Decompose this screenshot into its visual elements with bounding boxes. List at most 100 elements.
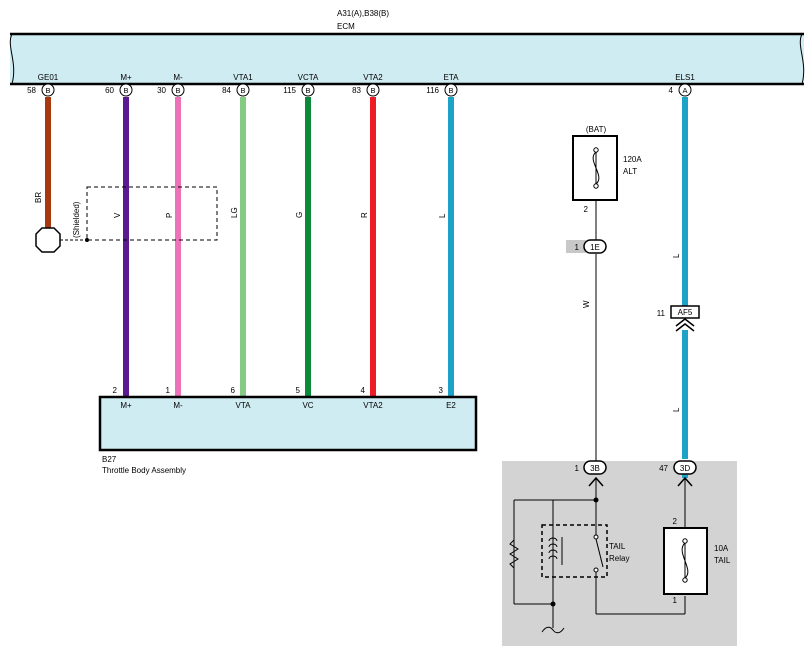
- connector-3b-pin: 1: [575, 464, 580, 473]
- bat-fuse-element-icon: [592, 151, 600, 185]
- wire-color-l-top: L: [672, 253, 681, 258]
- svg-text:83: 83: [352, 86, 361, 95]
- shielded-label: (Shielded): [72, 201, 81, 238]
- ecm-component-bar: [10, 34, 804, 84]
- connector-af5-label: AF5: [678, 308, 693, 317]
- connector-1e-label: 1E: [590, 243, 600, 252]
- af5-junction-chevron-icon: [675, 318, 695, 332]
- ecm-pin-116: B 116: [426, 83, 458, 97]
- svg-text:4: 4: [669, 86, 674, 95]
- throttle-pin-name-vc: VC: [302, 401, 313, 410]
- throttle-pin-name-e2: E2: [446, 401, 456, 410]
- bat-fuse-name: ALT: [623, 167, 637, 176]
- throttle-pin-name-m-minus: M-: [173, 401, 183, 410]
- ecm-pin-name-els1: ELS1: [675, 73, 695, 82]
- relay-label-line2: Relay: [609, 554, 629, 563]
- connector-1e-pin: 1: [575, 243, 580, 252]
- wire-color-p: P: [165, 213, 174, 218]
- svg-text:60: 60: [105, 86, 114, 95]
- throttle-pin-num-2: 2: [113, 386, 118, 395]
- relay-coil-icon: [548, 537, 558, 560]
- connector-af5: [670, 305, 700, 319]
- tail-relay-enclosure: [541, 524, 608, 578]
- bat-fuse-box: [572, 135, 618, 201]
- ecm-pin-60: B 60: [105, 83, 133, 97]
- throttle-pin-name-vta2: VTA2: [363, 401, 383, 410]
- ecm-pin-30: B 30: [157, 83, 185, 97]
- wire-color-r: R: [360, 212, 369, 218]
- svg-text:A: A: [682, 86, 687, 95]
- bat-fuse-pin: 2: [584, 205, 589, 214]
- ecm-pin-4: A 4: [669, 83, 692, 97]
- svg-text:115: 115: [283, 86, 296, 95]
- shield-junction-dot: [85, 238, 89, 242]
- tail-fuse-pin-bottom: 1: [673, 596, 678, 605]
- connector-3d: [673, 460, 697, 475]
- ecm-pin-58: B 58: [27, 83, 55, 97]
- resistor-icon: [509, 539, 519, 569]
- tail-fuse-rating: 10A: [714, 544, 729, 553]
- connector-3d-label: 3D: [680, 464, 690, 473]
- wire-color-l-bottom: L: [672, 407, 681, 412]
- wire-color-l-eta: L: [438, 213, 447, 218]
- ground-terminal-icon: [541, 626, 565, 634]
- ecm-right-break: [799, 33, 805, 85]
- throttle-body-box: [98, 395, 478, 452]
- relay-bottom-junction-dot: [550, 601, 556, 607]
- ecm-pin-115: B 115: [283, 83, 315, 97]
- svg-text:B: B: [123, 86, 128, 95]
- bat-fuse-rating: 120A: [623, 155, 642, 164]
- throttle-pin-name-m-plus: M+: [120, 401, 132, 410]
- relay-label-line1: TAIL: [609, 542, 626, 551]
- throttle-name: Throttle Body Assembly: [102, 466, 186, 475]
- connector-3d-pin: 47: [659, 464, 668, 473]
- shield-boundary: [86, 186, 218, 241]
- throttle-ref: B27: [102, 455, 117, 464]
- tail-fuse-element-icon: [681, 542, 689, 579]
- tail-fuse-pin-top: 2: [673, 517, 678, 526]
- throttle-pin-num-4: 4: [361, 386, 366, 395]
- ecm-pin-name-ge01: GE01: [38, 73, 59, 82]
- ecm-left-break: [9, 33, 15, 85]
- svg-text:B: B: [45, 86, 50, 95]
- throttle-pin-num-3: 3: [439, 386, 444, 395]
- bat-source-label: (BAT): [586, 125, 607, 134]
- svg-text:116: 116: [426, 86, 439, 95]
- wire-color-lg: LG: [230, 207, 239, 218]
- ecm-pin-84: B 84: [222, 83, 250, 97]
- svg-text:B: B: [370, 86, 375, 95]
- relay-switch-contact-icon: [595, 538, 604, 568]
- throttle-pin-num-1: 1: [166, 386, 171, 395]
- svg-text:B: B: [175, 86, 180, 95]
- ecm-pin-83: B 83: [352, 83, 380, 97]
- wire-color-br: BR: [34, 192, 43, 203]
- throttle-pin-num-6: 6: [231, 386, 236, 395]
- throttle-pin-num-5: 5: [296, 386, 301, 395]
- ecm-pin-name-vta1: VTA1: [233, 73, 253, 82]
- ground-octagon-icon: [35, 227, 61, 253]
- connector-ref-label: A31(A),B38(B): [337, 9, 389, 18]
- throttle-pin-name-vta: VTA: [236, 401, 252, 410]
- connector-af5-pin: 11: [657, 309, 666, 318]
- ecm-title: ECM: [337, 22, 355, 31]
- connector-1e-highlight: [566, 240, 586, 253]
- ecm-pin-name-eta: ETA: [444, 73, 460, 82]
- svg-text:30: 30: [157, 86, 166, 95]
- wire-color-v: V: [113, 212, 122, 218]
- svg-text:B: B: [305, 86, 310, 95]
- ecm-pin-name-m-minus: M-: [173, 73, 183, 82]
- tail-fuse-name: TAIL: [714, 556, 731, 565]
- wire-color-g: G: [295, 212, 304, 218]
- svg-text:B: B: [240, 86, 245, 95]
- connector-3b-label: 3B: [590, 464, 600, 473]
- ecm-pin-name-vcta: VCTA: [298, 73, 319, 82]
- wire-color-w: W: [582, 300, 591, 308]
- svg-text:58: 58: [27, 86, 36, 95]
- ecm-pin-name-m-plus: M+: [120, 73, 132, 82]
- svg-text:84: 84: [222, 86, 231, 95]
- ecm-pin-name-vta2: VTA2: [363, 73, 383, 82]
- connector-1e: [583, 239, 607, 254]
- connector-3b: [583, 460, 607, 475]
